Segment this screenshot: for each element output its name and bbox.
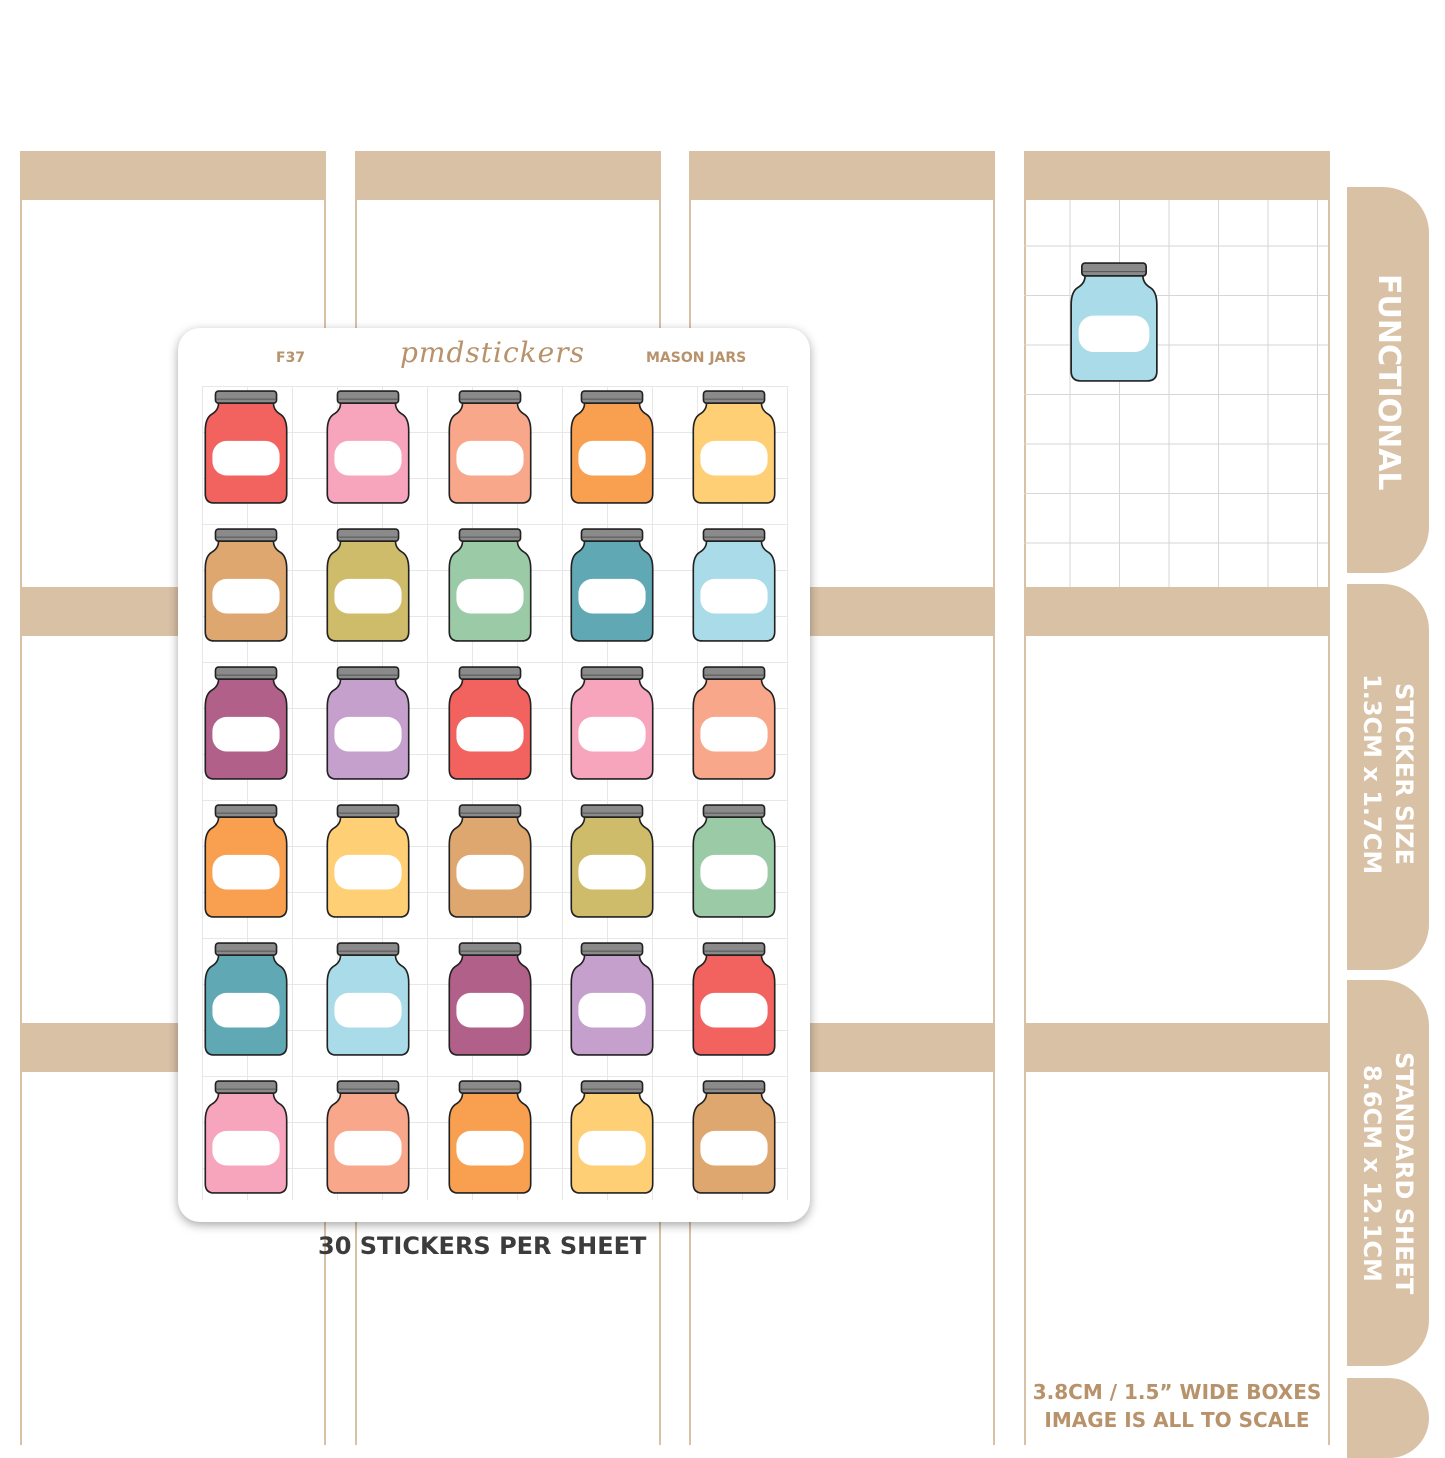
sheet-code: F37 [276, 350, 306, 366]
mason-jar-sticker-icon [448, 528, 532, 642]
sheet-grid [202, 386, 788, 1200]
tab-sticker-size [1347, 584, 1429, 970]
sample-grid [1024, 200, 1328, 587]
mason-jar-sticker-icon [692, 666, 776, 780]
mason-jar-sticker-icon [448, 390, 532, 504]
mason-jar-sticker-icon [570, 942, 654, 1056]
header-band-4 [1024, 151, 1330, 200]
mason-jar-sticker-icon [448, 804, 532, 918]
lower-band-4 [1024, 1023, 1330, 1072]
mason-jar-sticker-icon [570, 1080, 654, 1194]
mason-jar-sticker-icon [692, 528, 776, 642]
mason-jar-sticker-icon [326, 666, 410, 780]
mason-jar-sticker-icon [692, 804, 776, 918]
tab-functional-label: FUNCTIONAL [1371, 273, 1406, 491]
footer-line-1: 3.8CM / 1.5” WIDE BOXES [1032, 1380, 1322, 1404]
tab-standard-sheet-label: STANDARD SHEET 8.6CM x 12.1CM [1358, 1051, 1418, 1295]
mason-jar-sticker-icon [448, 1080, 532, 1194]
mason-jar-sticker-icon [692, 390, 776, 504]
mason-jar-sticker-icon [204, 942, 288, 1056]
mason-jar-sticker-icon [326, 804, 410, 918]
mason-jar-sticker-icon [570, 390, 654, 504]
per-sheet-caption: 30 STICKERS PER SHEET [318, 1232, 647, 1260]
mason-jar-sticker-icon [204, 390, 288, 504]
header-band-2 [355, 151, 661, 200]
mason-jar-sticker-icon [570, 804, 654, 918]
mason-jar-sticker-icon [326, 390, 410, 504]
mason-jar-sticker-icon [204, 1080, 288, 1194]
tab-standard-sheet [1347, 980, 1429, 1366]
middle-band-4 [1024, 587, 1330, 636]
footer-line-2: IMAGE IS ALL TO SCALE [1044, 1408, 1310, 1432]
sheet-brand-logo: pmdstickers [400, 336, 585, 369]
mason-jar-sticker-icon [204, 666, 288, 780]
header-band-3 [689, 151, 995, 200]
mason-jar-sticker-icon [692, 1080, 776, 1194]
mason-jar-sticker-icon [448, 666, 532, 780]
mason-jar-sticker-icon [570, 528, 654, 642]
tab-blank [1347, 1378, 1429, 1458]
mason-jar-sticker-icon [326, 528, 410, 642]
mason-jar-sticker-icon [326, 1080, 410, 1194]
tab-sticker-size-label: STICKER SIZE 1.3CM x 1.7CM [1358, 674, 1418, 875]
sample-mason-jar-icon [1070, 262, 1158, 382]
mason-jar-sticker-icon [570, 666, 654, 780]
mason-jar-sticker-icon [204, 528, 288, 642]
mason-jar-sticker-icon [204, 804, 288, 918]
header-band-1 [20, 151, 326, 200]
sheet-title: MASON JARS [646, 350, 747, 366]
mason-jar-sticker-icon [448, 942, 532, 1056]
sticker-sheet: F37 pmdstickers MASON JARS [178, 328, 810, 1222]
mason-jar-sticker-icon [326, 942, 410, 1056]
tab-functional [1347, 187, 1429, 573]
mason-jar-sticker-icon [692, 942, 776, 1056]
